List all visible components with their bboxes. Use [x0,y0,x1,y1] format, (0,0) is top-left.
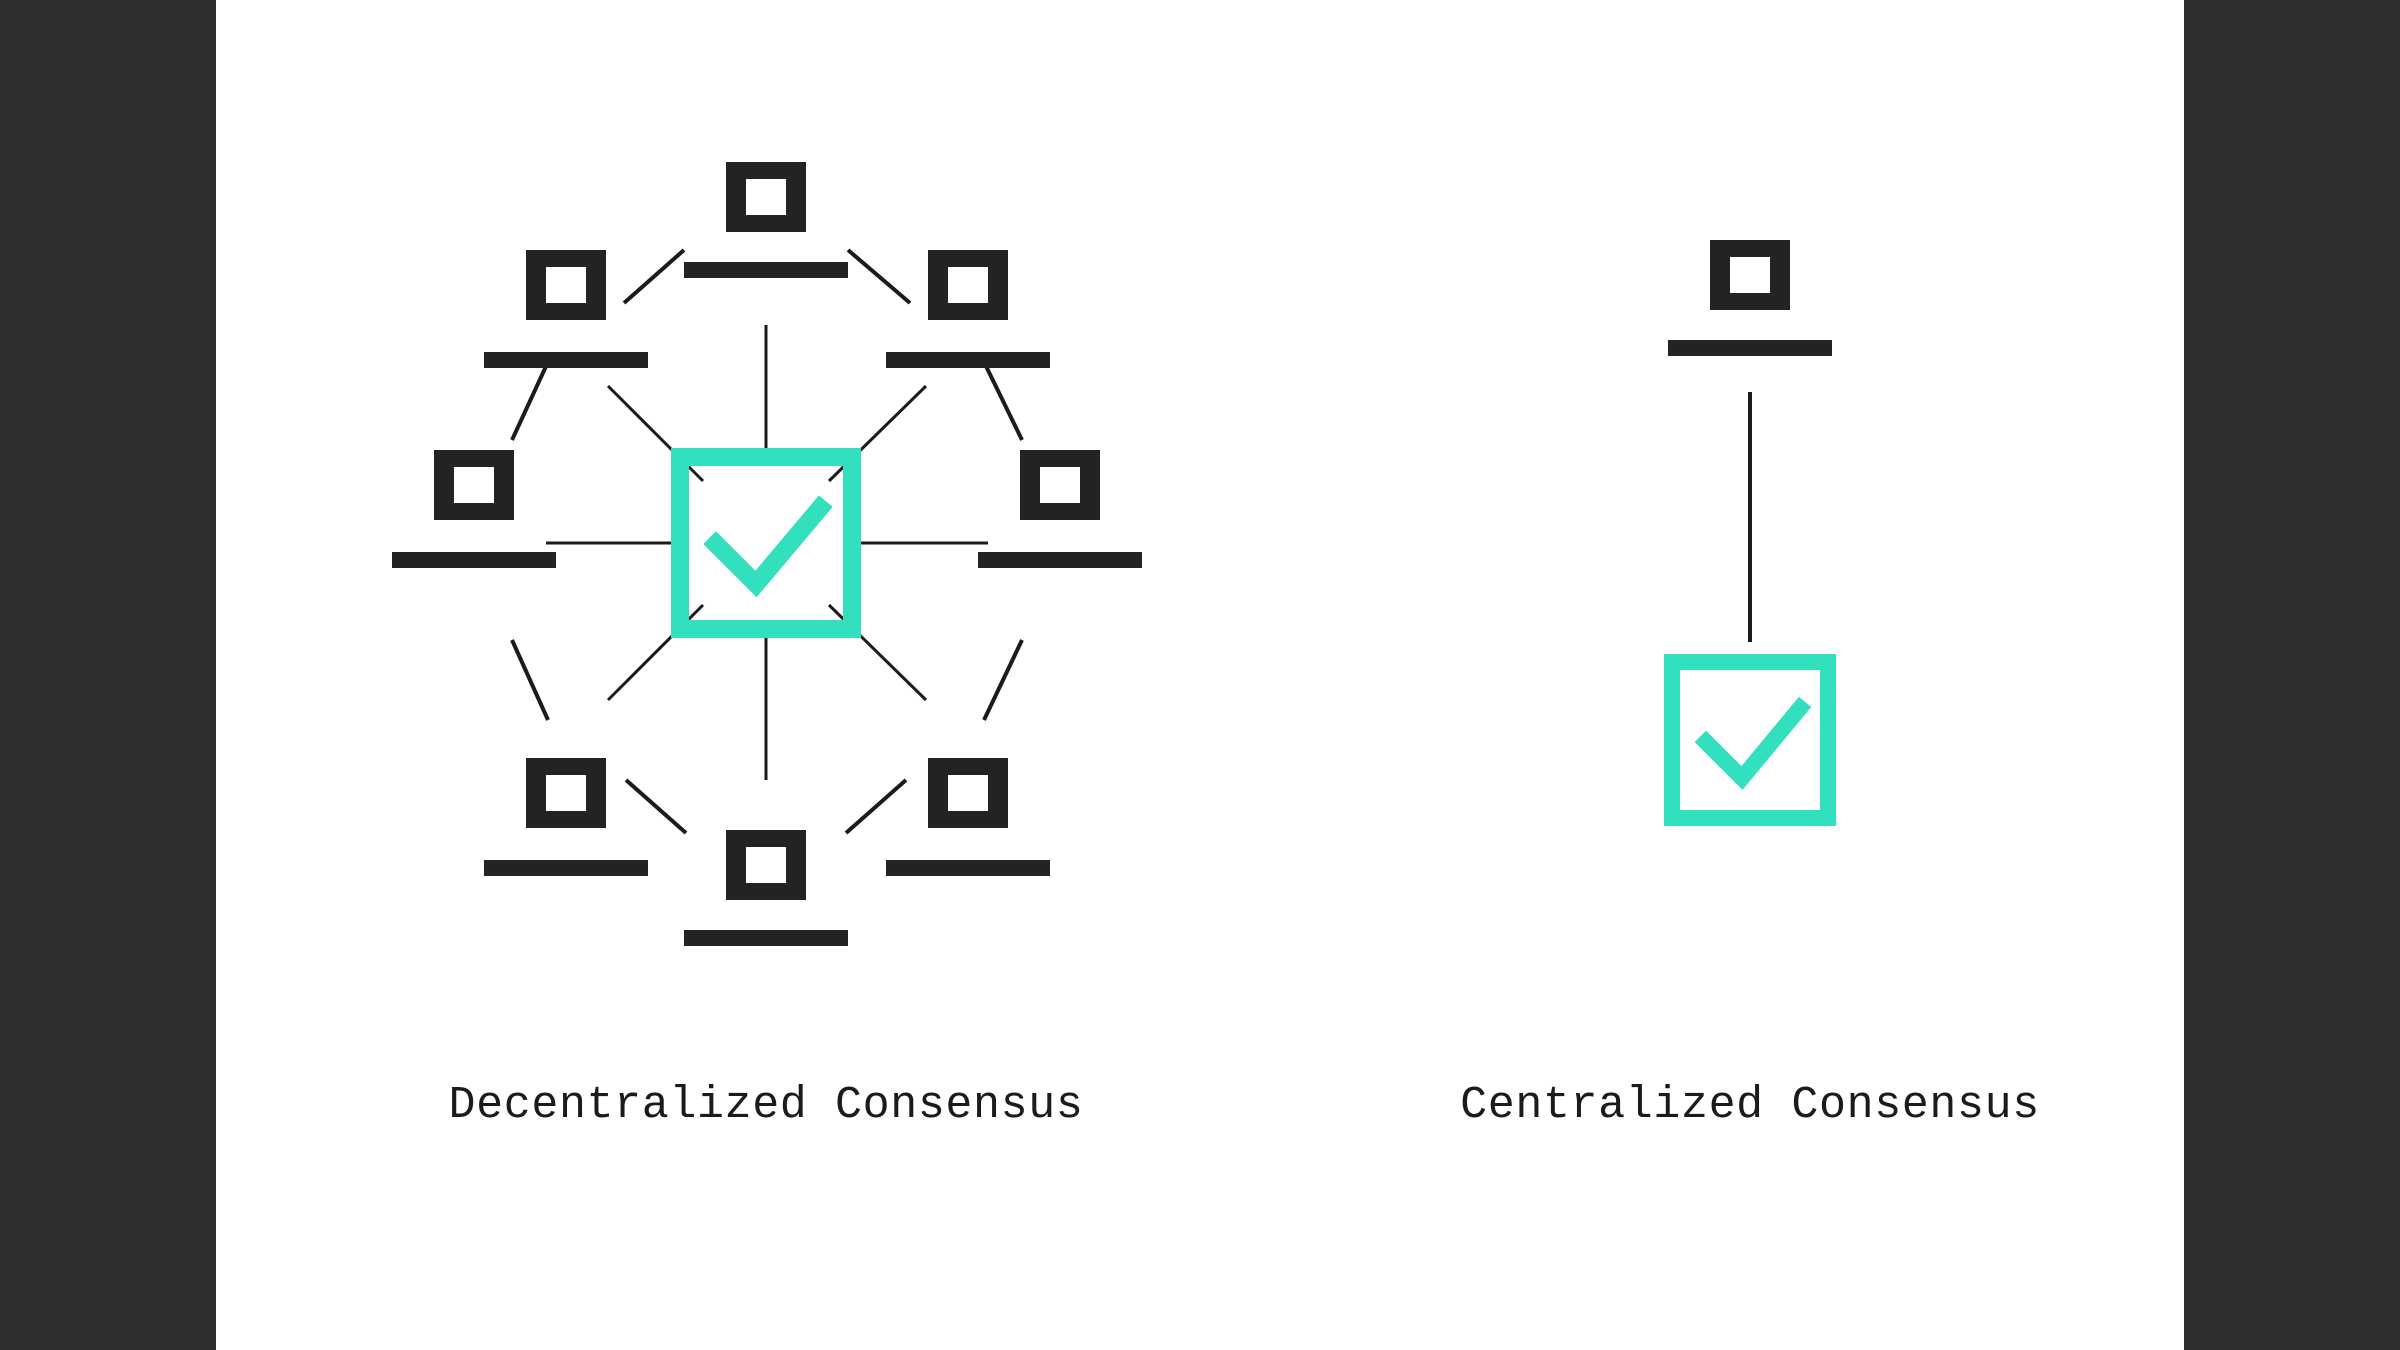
node-base-bar [886,352,1050,368]
decentralized-network-svg [392,162,1142,946]
centralized-diagram [1316,140,2184,970]
server-node-icon-hole [454,467,494,503]
node-base-bar [684,262,848,278]
ring-link-top-to-topright [846,248,912,305]
server-node-icon-hole [1730,257,1770,293]
node-base-bar [484,860,648,876]
illustration-canvas: Decentralized Consensus [216,0,2184,1350]
server-node-icon-hole [948,775,988,811]
server-node-icon-hole [546,267,586,303]
node-top[interactable] [684,162,848,278]
node-top-left[interactable] [484,250,648,368]
letterbox-left [0,0,216,1350]
center-check-square-icon[interactable] [1664,654,1836,826]
caption-centralized: Centralized Consensus [1460,1080,2040,1131]
server-node-icon-hole [546,775,586,811]
check-mark-icon [1694,696,1812,790]
ring-link-top-to-topleft [622,248,686,305]
ring-link-bottomright-to-bottom [844,778,908,835]
ring-link-topleft-to-left [510,361,550,441]
panel-centralized: Centralized Consensus [1316,0,2184,1350]
node-base-bar [484,352,648,368]
ring-links-group [510,248,1024,835]
node-base-bar [1668,340,1832,356]
node-base-bar [392,552,556,568]
ring-link-right-to-bottomright [982,639,1024,721]
server-node-icon-hole [1040,467,1080,503]
center-check-square-icon[interactable] [671,448,861,638]
node-base-bar [684,930,848,946]
ring-link-left-to-bottomleft [510,639,550,721]
letterbox-right [2184,0,2400,1350]
check-square-outline [1664,654,1836,826]
check-square-outline [671,448,861,638]
centralized-network-svg [1664,240,1836,826]
ring-link-topright-to-right [982,361,1024,441]
node-bottom-left[interactable] [484,758,648,876]
node-right[interactable] [978,450,1142,568]
node-base-bar [978,552,1142,568]
node-top[interactable] [1668,240,1832,356]
decentralized-diagram [216,140,1316,970]
node-top-right[interactable] [886,250,1050,368]
node-base-bar [886,860,1050,876]
server-node-icon-hole [948,267,988,303]
ring-link-bottomleft-to-bottom [624,778,688,835]
spoke-links-group [546,325,988,780]
node-bottom[interactable] [684,830,848,946]
panel-decentralized: Decentralized Consensus [216,0,1316,1350]
server-node-icon-hole [746,847,786,883]
server-node-icon-hole [746,179,786,215]
caption-decentralized: Decentralized Consensus [448,1080,1084,1131]
check-mark-icon [703,495,833,598]
node-bottom-right[interactable] [886,758,1050,876]
node-left[interactable] [392,450,556,568]
